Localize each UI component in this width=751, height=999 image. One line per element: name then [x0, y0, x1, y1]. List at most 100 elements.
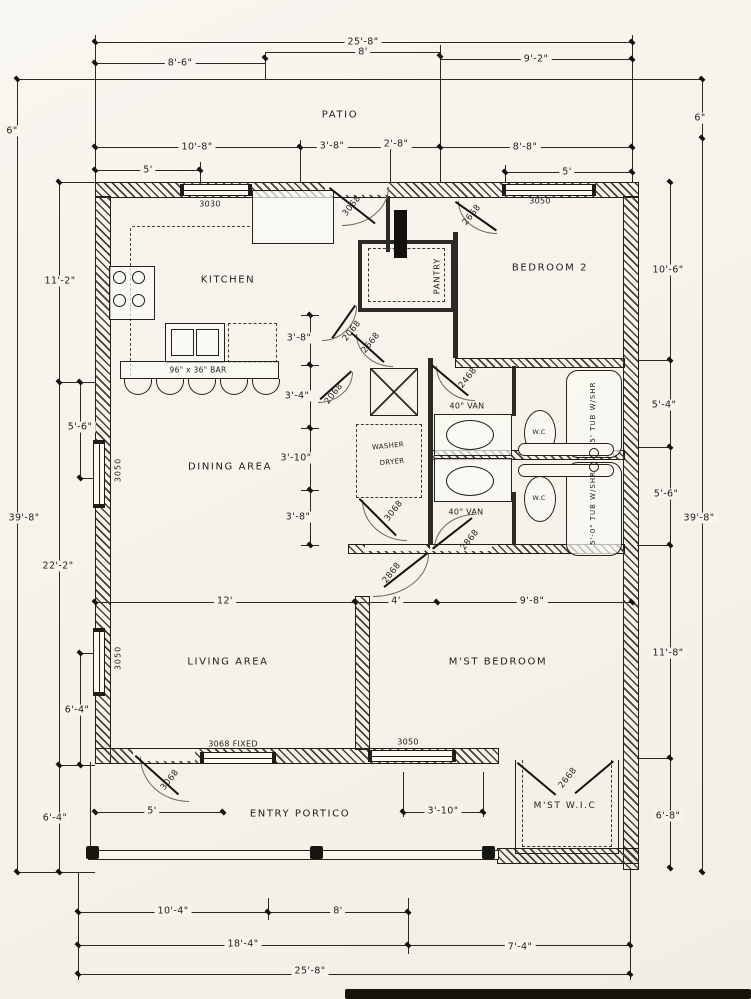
dim-left-upper: 11'-2"	[41, 275, 79, 287]
dim-right-eave: 6"	[691, 112, 709, 124]
dim-tick	[55, 868, 63, 876]
dim-tick	[666, 754, 674, 762]
wall-vanity-stub-1	[512, 366, 516, 416]
wic-walls	[515, 760, 619, 854]
dim-tick	[76, 649, 84, 657]
dim-tick	[404, 941, 412, 949]
wall-hall-bath	[428, 358, 433, 548]
dim-tick	[55, 761, 63, 769]
dim-tick	[76, 761, 84, 769]
dim-patio-door: 3'-8"	[316, 140, 348, 152]
sink-basin	[196, 329, 219, 356]
dim-line	[702, 79, 703, 872]
dim-portico-5: 5'	[144, 805, 160, 817]
dim-tick	[55, 178, 63, 186]
room-label-pantry: PANTRY	[432, 257, 442, 295]
dim-tick	[666, 864, 674, 872]
dim-bottom-2b: 7'-4"	[504, 941, 536, 953]
dim-right-total: 39'-8"	[680, 512, 718, 524]
dim-tick	[76, 474, 84, 482]
wic-walls-inner	[522, 760, 612, 847]
ext-line	[632, 35, 633, 182]
dim-tick	[306, 424, 314, 432]
water-heater	[394, 210, 407, 258]
dim-tick	[74, 908, 82, 916]
dim-tick	[399, 808, 407, 816]
dishwasher	[228, 323, 277, 363]
dim-tick	[91, 808, 99, 816]
dim-tick	[296, 143, 304, 151]
bar-counter	[120, 361, 279, 379]
dim-tick	[698, 134, 706, 142]
dim-right-bath2: 5'-6"	[650, 488, 682, 500]
dim-tick	[13, 75, 21, 83]
wall-east	[623, 196, 639, 870]
window-bedroom2	[502, 184, 596, 196]
dim-bottom-total: 25'-8"	[291, 965, 329, 977]
room-label-patio: PATIO	[321, 109, 359, 121]
dim-hall-2: 3'-4"	[281, 390, 313, 402]
portico-rail	[88, 850, 499, 860]
bar-stool	[220, 379, 248, 395]
counter-edge	[132, 226, 250, 227]
dim-hall-w: 4'	[388, 595, 404, 607]
window-label-kitchen: 3030	[199, 199, 221, 209]
stove-burner	[132, 271, 145, 284]
bar-stool	[124, 379, 152, 395]
dim-living-w: 12'	[214, 595, 236, 607]
ext-line	[637, 545, 670, 546]
dim-tick	[91, 38, 99, 46]
tub-faucet	[589, 448, 599, 458]
dim-bottom-2a: 18'-4"	[224, 938, 262, 950]
dim-right-wic: 6'-8"	[652, 810, 684, 822]
ext-line	[632, 79, 702, 80]
dim-line	[78, 974, 630, 975]
dim-bottom-1b: 8'	[330, 905, 346, 917]
bar-stool	[156, 379, 184, 395]
dim-left-eave: 6"	[3, 125, 21, 137]
tub-lower-label: 5'-0" TUB W/SHR	[589, 470, 597, 546]
dim-tick	[196, 166, 204, 174]
dim-line	[670, 182, 671, 868]
room-label-master-wic: M'ST W.I.C	[533, 801, 597, 811]
stove-burner	[113, 271, 126, 284]
patio-edge-line	[95, 79, 632, 80]
ext-line	[630, 868, 631, 980]
dim-line	[265, 52, 440, 53]
stove-burner	[132, 294, 145, 307]
dim-tick	[306, 541, 314, 549]
ext-line	[440, 45, 441, 182]
window-label-dining: 3050	[113, 457, 123, 483]
dim-tick	[626, 970, 634, 978]
dim-tick	[628, 55, 636, 63]
wall-bedroom2-west	[453, 232, 458, 358]
dim-tick	[501, 168, 509, 176]
dim-patio-5-right: 5'	[559, 166, 575, 178]
ext-line	[300, 140, 301, 182]
dim-tick	[479, 808, 487, 816]
vanity-upper-label: 40" VAN	[449, 401, 485, 411]
ext-line	[17, 79, 95, 80]
ext-line	[80, 478, 95, 479]
shelf-upper	[518, 443, 614, 456]
window-dining	[93, 440, 105, 508]
tub-upper-label: 5' TUB W/SHR	[589, 381, 597, 443]
scan-smudge	[345, 989, 751, 999]
wall-vanity-stub-2	[512, 492, 516, 544]
window-label-living: 3050	[113, 645, 123, 671]
refrigerator	[252, 190, 334, 244]
dim-tick	[666, 178, 674, 186]
dim-tick	[76, 378, 84, 386]
room-label-living: LIVING AREA	[187, 656, 269, 668]
dim-tick	[436, 143, 444, 151]
dim-hall-3: 3'-10"	[277, 452, 315, 464]
window-kitchen	[180, 184, 252, 196]
dim-bottom-1a: 10'-4"	[154, 905, 192, 917]
dim-tick	[74, 970, 82, 978]
toilet-lower-label: W.C	[532, 494, 546, 502]
wall-bath1-north	[455, 358, 625, 368]
laundry-closet	[356, 424, 422, 498]
window-living	[93, 628, 105, 696]
dim-line	[17, 79, 18, 872]
window-master	[368, 750, 456, 762]
